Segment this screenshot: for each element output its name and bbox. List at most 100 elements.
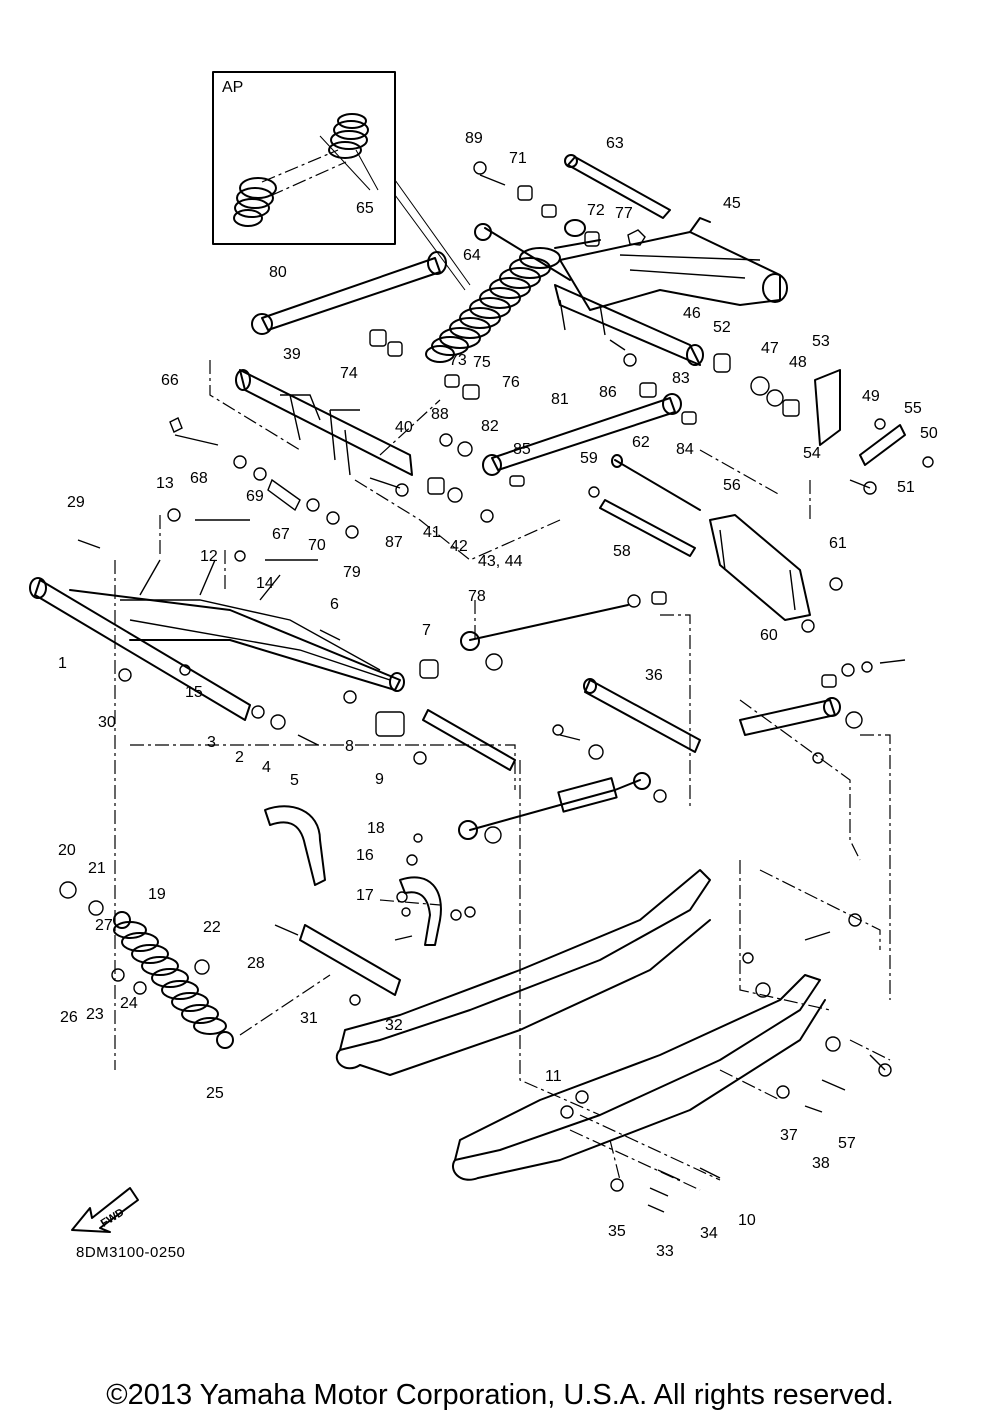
callout-label: 27 <box>95 917 113 934</box>
callout-label: 26 <box>60 1009 78 1026</box>
callout-label: 65 <box>356 200 374 217</box>
callout-label: 29 <box>67 494 85 511</box>
callout-label: 20 <box>58 842 76 859</box>
callout-label: 47 <box>761 340 779 357</box>
callout-label: 48 <box>789 354 807 371</box>
callout-label: 50 <box>920 425 938 442</box>
callout-label: 8 <box>345 738 354 755</box>
callout-label: 40 <box>395 419 413 436</box>
callout-label: 59 <box>580 450 598 467</box>
bracket-14 <box>264 805 442 946</box>
callout-label: 57 <box>838 1135 856 1152</box>
callout-label: 39 <box>283 346 301 363</box>
callout-label: 43, 44 <box>478 553 523 570</box>
bracket-47 <box>709 514 811 621</box>
callout-label: 52 <box>713 319 731 336</box>
diagram-code: 8DM3100-0250 <box>76 1244 186 1261</box>
callout-label: 81 <box>551 391 569 408</box>
callout-label: 85 <box>513 441 531 458</box>
inset-label: AP <box>222 79 244 96</box>
spring-shock-54 <box>425 219 601 363</box>
alignment-lines <box>114 360 891 1191</box>
shaft-85 <box>422 709 516 771</box>
callout-label: 32 <box>385 1017 403 1034</box>
callout-label: 18 <box>367 820 385 837</box>
callout-label: 37 <box>780 1127 798 1144</box>
callout-label: 60 <box>760 627 778 644</box>
callout-label: 87 <box>385 534 403 551</box>
callout-labels: 1234567891011121314151617181920212223242… <box>58 130 938 1260</box>
callout-label: 76 <box>502 374 520 391</box>
copyright-notice: ©2013 Yamaha Motor Corporation, U.S.A. A… <box>106 1379 894 1411</box>
callout-label: 63 <box>606 135 624 152</box>
callout-label: 25 <box>206 1085 224 1102</box>
callout-label: 2 <box>235 749 244 766</box>
shaft-37 <box>554 284 704 366</box>
callout-label: 74 <box>340 365 358 382</box>
callout-label: 86 <box>599 384 617 401</box>
callout-label: 22 <box>203 919 221 936</box>
callout-label: 58 <box>613 543 631 560</box>
callout-label: 34 <box>700 1225 718 1242</box>
front-shock-18 <box>113 911 234 1049</box>
hardware-pieces <box>59 161 934 1213</box>
callout-label: 66 <box>161 372 179 389</box>
parts-diagram: FWD 123456789101112131415161718192021222… <box>29 71 938 1260</box>
slide-rail-right <box>452 974 826 1181</box>
callout-label: 14 <box>256 575 274 592</box>
callout-label: 9 <box>375 771 384 788</box>
link-rod-63-upper <box>251 251 447 335</box>
front-arm-1 <box>29 559 405 721</box>
callout-label: 23 <box>86 1006 104 1023</box>
callout-label: 36 <box>645 667 663 684</box>
callout-label: 45 <box>723 195 741 212</box>
inset-box <box>212 71 396 245</box>
callout-label: 21 <box>88 860 106 877</box>
callout-label: 19 <box>148 886 166 903</box>
callout-label: 15 <box>185 684 203 701</box>
callout-label: 70 <box>308 537 326 554</box>
callout-label: 55 <box>904 400 922 417</box>
callout-label: 31 <box>300 1010 318 1027</box>
callout-label: 41 <box>423 524 441 541</box>
callout-label: 54 <box>803 445 821 462</box>
callout-label: 73 <box>449 352 467 369</box>
callout-label: 67 <box>272 526 290 543</box>
callout-label: 69 <box>246 488 264 505</box>
callout-label: 3 <box>207 734 216 751</box>
plate-43-44 <box>814 369 906 466</box>
shaft-28 <box>583 678 701 753</box>
callout-label: 75 <box>473 354 491 371</box>
callout-label: 78 <box>468 588 486 605</box>
rod-71 <box>460 604 629 651</box>
callout-label: 64 <box>463 247 481 264</box>
callout-label: 7 <box>422 622 431 639</box>
callout-label: 82 <box>481 418 499 435</box>
callout-label: 12 <box>200 548 218 565</box>
callout-label: 13 <box>156 475 174 492</box>
callout-label: 49 <box>862 388 880 405</box>
arm-31 <box>235 369 413 476</box>
callout-label: 11 <box>545 1068 562 1085</box>
callout-label: 62 <box>632 434 650 451</box>
callout-label: 42 <box>450 538 468 555</box>
rod-52 <box>611 454 701 511</box>
callout-label: 5 <box>290 772 299 789</box>
callout-label: 33 <box>656 1243 674 1260</box>
callout-label: 72 <box>587 202 605 219</box>
callout-label: 28 <box>247 955 265 972</box>
callout-label: 80 <box>269 264 287 281</box>
callout-label: 4 <box>262 759 271 776</box>
callout-label: 6 <box>330 596 339 613</box>
callout-label: 88 <box>431 406 449 423</box>
callout-label: 53 <box>812 333 830 350</box>
shaft-24 <box>299 924 401 996</box>
callout-label: 83 <box>672 370 690 387</box>
bellows-inset <box>233 113 471 291</box>
callout-label: 1 <box>58 655 67 672</box>
callout-label: 10 <box>738 1212 756 1229</box>
callout-label: 30 <box>98 714 116 731</box>
rod-49 <box>599 499 696 557</box>
callout-label: 35 <box>608 1223 626 1240</box>
callout-label: 17 <box>356 887 374 904</box>
